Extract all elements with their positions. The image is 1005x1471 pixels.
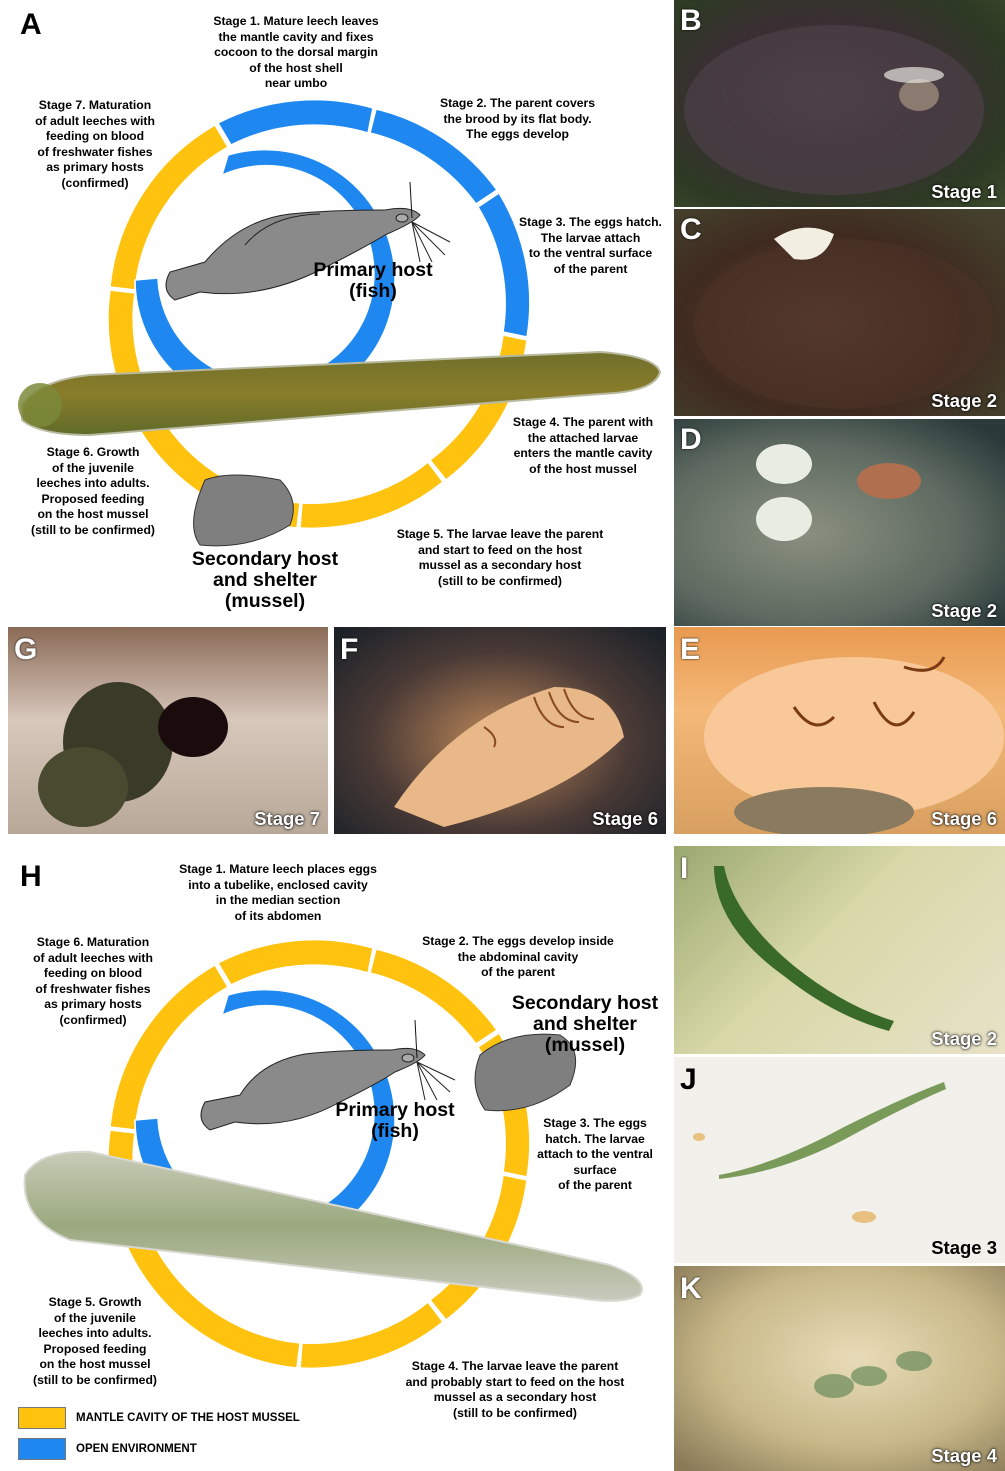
- photo-letter-j: J: [680, 1065, 697, 1095]
- panel-h-stage-4: Stage 4. The larvae leave the parent and…: [385, 1359, 645, 1421]
- photo-stage-e: Stage 6: [931, 810, 997, 829]
- panel-a-stage-6: Stage 6. Growth of the juvenile leeches …: [18, 445, 168, 538]
- photo-i: I Stage 2: [674, 846, 1005, 1054]
- photo-letter-i: I: [680, 854, 688, 884]
- panel-a-stage-7: Stage 7. Maturation of adult leeches wit…: [20, 98, 170, 191]
- legend-swatch-open: [18, 1438, 66, 1460]
- photo-stage-k: Stage 4: [931, 1447, 997, 1466]
- photo-letter-e: E: [680, 635, 700, 665]
- photo-stage-d: Stage 2: [931, 602, 997, 621]
- photo-e: E Stage 6: [674, 627, 1005, 834]
- ring-a-mantle-segment: [300, 462, 443, 528]
- photo-letter-c: C: [680, 215, 702, 245]
- photo-d: D Stage 2: [674, 419, 1005, 626]
- photo-f: F Stage 6: [334, 627, 666, 834]
- mussel-a-icon: [194, 475, 294, 546]
- photo-stage-c: Stage 2: [931, 392, 997, 411]
- photo-g: G Stage 7: [8, 627, 328, 834]
- photo-letter-k: K: [680, 1274, 702, 1304]
- panel-h-primary-host: Primary host (fish): [330, 1100, 460, 1142]
- photo-letter-f: F: [340, 635, 358, 665]
- photo-c: C Stage 2: [674, 209, 1005, 416]
- legend-swatch-mantle: [18, 1407, 66, 1429]
- panel-a-stage-2: Stage 2. The parent covers the brood by …: [420, 96, 615, 143]
- panel-h-stage-5: Stage 5. Growth of the juvenile leeches …: [20, 1295, 170, 1388]
- photo-stage-j: Stage 3: [931, 1239, 997, 1258]
- panel-h-stage-1: Stage 1. Mature leech places eggs into a…: [168, 862, 388, 924]
- panel-h-stage-2: Stage 2. The eggs develop inside the abd…: [408, 934, 628, 981]
- photo-stage-i: Stage 2: [931, 1030, 997, 1049]
- photo-letter-g: G: [14, 635, 37, 665]
- photo-stage-g: Stage 7: [254, 810, 320, 829]
- panel-a-stage-5: Stage 5. The larvae leave the parent and…: [385, 527, 615, 589]
- ring-h-mantle-segment: [218, 940, 373, 985]
- panel-a-stage-4: Stage 4. The parent with the attached la…: [498, 415, 668, 477]
- panel-a-stage-1: Stage 1. Mature leech leaves the mantle …: [196, 14, 396, 92]
- photo-j: J Stage 3: [674, 1057, 1005, 1263]
- panel-a-stage-3: Stage 3. The eggs hatch. The larvae atta…: [508, 215, 673, 277]
- ring-a-open-segment: [218, 100, 373, 145]
- photo-b: B Stage 1: [674, 0, 1005, 207]
- photo-letter-d: D: [680, 425, 702, 455]
- photo-k: K Stage 4: [674, 1266, 1005, 1471]
- panel-a-primary-host: Primary host (fish): [308, 260, 438, 302]
- legend-label-open: OPEN ENVIRONMENT: [76, 1442, 197, 1456]
- panel-a-secondary-host: Secondary host and shelter (mussel): [175, 549, 355, 612]
- photo-stage-b: Stage 1: [931, 183, 997, 202]
- panel-h-secondary-host: Secondary host and shelter (mussel): [495, 993, 675, 1056]
- photo-letter-b: B: [680, 6, 702, 36]
- panel-h-stage-3: Stage 3. The eggs hatch. The larvae atta…: [520, 1116, 670, 1194]
- legend-label-mantle: MANTLE CAVITY OF THE HOST MUSSEL: [76, 1411, 300, 1425]
- panel-h-stage-6: Stage 6. Maturation of adult leeches wit…: [18, 935, 168, 1028]
- photo-stage-f: Stage 6: [592, 810, 658, 829]
